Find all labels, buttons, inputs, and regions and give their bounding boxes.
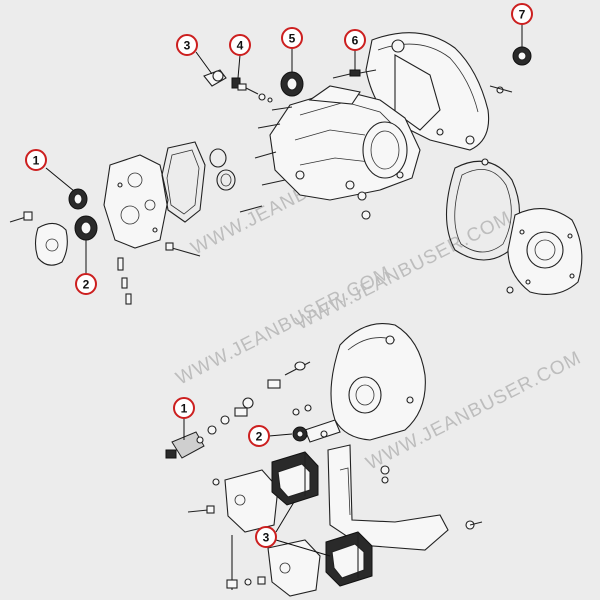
nose-shaft: [304, 419, 341, 443]
callout-upper-3[interactable]: 3: [176, 34, 213, 75]
flange-bolt: [9, 211, 33, 223]
plate-bolt: [165, 242, 201, 257]
front-housing: [330, 323, 426, 441]
callout-label: 4: [237, 39, 244, 53]
dowel-pins: [117, 257, 132, 305]
callout-upper-4[interactable]: 4: [229, 34, 251, 79]
rubber-mount-upper: [271, 451, 319, 506]
case-studs: [239, 106, 293, 213]
callout-lower-1[interactable]: 1: [173, 397, 195, 440]
callouts: 1 2 3 4 5 6 7: [25, 3, 533, 557]
flange-plate: [34, 222, 68, 266]
shift-rod-parts: [207, 361, 312, 435]
callout-label: 6: [352, 34, 359, 48]
callout-upper-2[interactable]: 2: [75, 240, 97, 295]
lower-part-1-switch: [165, 431, 205, 459]
mount-bracket-upper: [224, 469, 279, 533]
part-7-seal: [512, 46, 532, 66]
callout-upper-7[interactable]: 7: [511, 3, 533, 47]
intermediate-plate: [103, 154, 169, 249]
mount-bracket-lower: [267, 539, 321, 597]
part-3-shift-bushing: [203, 69, 227, 87]
callout-label: 1: [33, 154, 40, 168]
transmission-case: [269, 85, 421, 201]
callout-lower-2[interactable]: 2: [248, 425, 293, 447]
mounts-exploded-view: [165, 323, 483, 597]
front-gasket: [161, 141, 206, 223]
callout-lower-3[interactable]: 3: [255, 501, 331, 557]
callout-label: 2: [256, 430, 263, 444]
callout-upper-1[interactable]: 1: [25, 149, 75, 192]
transmission-exploded-view: [9, 32, 583, 305]
bearing-2: [74, 215, 98, 241]
mount-hardware: [187, 476, 389, 586]
callout-label: 2: [83, 278, 90, 292]
callout-label: 3: [263, 531, 270, 545]
part-5-seal: [280, 71, 304, 97]
callout-label: 5: [289, 32, 296, 46]
callout-label: 3: [184, 39, 191, 53]
side-cover: [507, 208, 583, 295]
lower-part-2-seal: [292, 426, 308, 442]
callout-upper-5[interactable]: 5: [281, 27, 303, 72]
long-bolt: [226, 535, 238, 590]
callout-label: 7: [519, 8, 526, 22]
bearing-1: [68, 188, 88, 210]
nuts-washers: [357, 85, 514, 294]
o-rings: [209, 148, 236, 191]
crossmember: [327, 444, 483, 551]
part-4-switch: [231, 77, 273, 103]
callout-upper-6[interactable]: 6: [344, 29, 366, 70]
rubber-mount-lower: [325, 531, 373, 587]
callout-label: 1: [181, 402, 188, 416]
